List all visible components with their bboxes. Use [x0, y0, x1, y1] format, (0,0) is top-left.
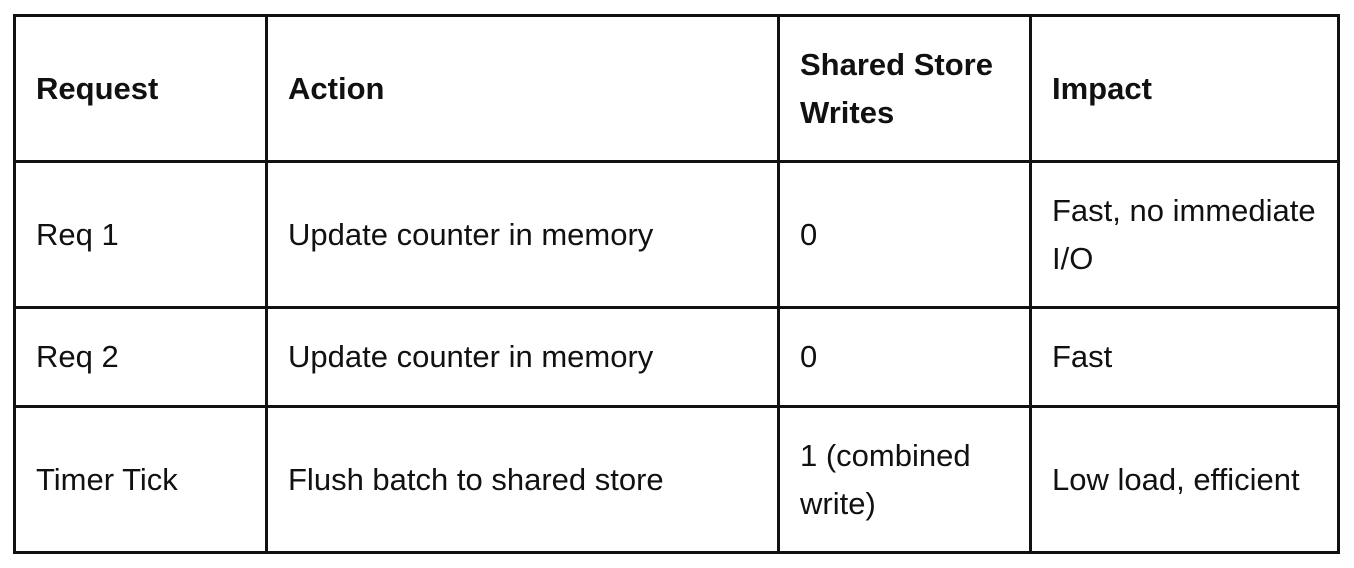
cell-action: Update counter in memory [265, 160, 780, 309]
column-header-shared-store-writes: Shared Store Writes [777, 14, 1032, 163]
cell-action: Flush batch to shared store [265, 405, 780, 554]
cell-impact: Fast, no immediate I/O [1029, 160, 1340, 309]
table-container: Request Action Shared Store Writes Impac… [13, 14, 1340, 554]
column-header-impact: Impact [1029, 14, 1340, 163]
cell-request: Req 1 [13, 160, 268, 309]
table-row: Timer Tick Flush batch to shared store 1… [13, 405, 1340, 554]
cell-action: Update counter in memory [265, 306, 780, 408]
column-header-request: Request [13, 14, 268, 163]
cell-writes: 1 (combined write) [777, 405, 1032, 554]
table-header-row: Request Action Shared Store Writes Impac… [13, 14, 1340, 163]
column-header-action: Action [265, 14, 780, 163]
cell-impact: Low load, efficient [1029, 405, 1340, 554]
cell-writes: 0 [777, 160, 1032, 309]
cell-request: Timer Tick [13, 405, 268, 554]
cell-request: Req 2 [13, 306, 268, 408]
cell-writes: 0 [777, 306, 1032, 408]
cell-impact: Fast [1029, 306, 1340, 408]
table-row: Req 1 Update counter in memory 0 Fast, n… [13, 160, 1340, 309]
table-row: Req 2 Update counter in memory 0 Fast [13, 306, 1340, 408]
comparison-table: Request Action Shared Store Writes Impac… [13, 14, 1340, 554]
